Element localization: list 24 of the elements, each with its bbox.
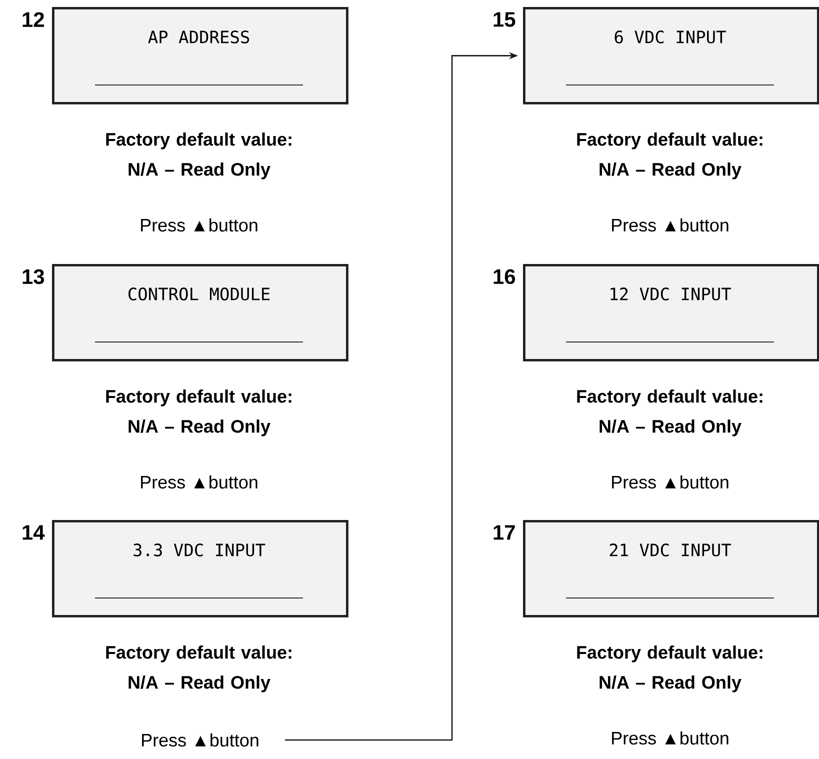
step-number: 13 xyxy=(22,269,44,284)
default-value-note: Factory default value: N/A – Read Only xyxy=(577,646,762,692)
instruction-text: Press ▲button xyxy=(612,475,728,489)
instruction-text: Press ▲button xyxy=(612,731,728,745)
display-text: AP ADDRESS xyxy=(148,30,250,44)
instruction-text: Press ▲button xyxy=(141,218,258,232)
display-text: 3.3 VDC INPUT xyxy=(134,544,266,556)
display-text: 12 VDC INPUT xyxy=(610,288,732,300)
display-text: 21 VDC INPUT xyxy=(610,544,732,556)
instruction-text: Press ▲button xyxy=(141,475,258,489)
display-text: CONTROL MODULE xyxy=(128,288,270,300)
step-number: 17 xyxy=(494,525,515,540)
instruction-text: Press ▲button xyxy=(612,218,728,232)
step-number: 15 xyxy=(494,12,516,27)
instruction-text: Press ▲button xyxy=(142,733,258,747)
display-text: 6 VDC INPUT xyxy=(614,30,726,44)
step-number: 12 xyxy=(22,12,44,27)
step-number: 16 xyxy=(494,269,516,284)
default-value-note: Factory default value: N/A – Read Only xyxy=(577,390,762,436)
default-value-note: Factory default value: N/A – Read Only xyxy=(577,132,762,180)
step-number: 14 xyxy=(22,525,45,540)
default-value-note: Factory default value: N/A – Read Only xyxy=(106,646,292,692)
default-value-note: Factory default value: N/A – Read Only xyxy=(106,390,292,436)
default-value-note: Factory default value: N/A – Read Only xyxy=(106,132,292,180)
